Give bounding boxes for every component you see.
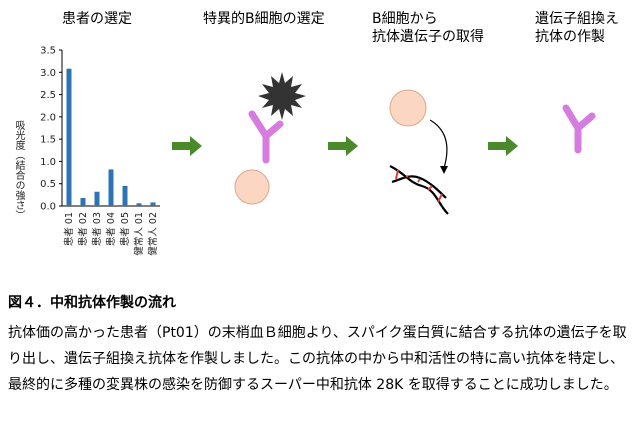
y-tick-label: 0.0 <box>40 202 56 213</box>
step-title-b-cell-selection: 特異的B細胞の選定 <box>203 11 325 27</box>
x-tick-label: 健常人 02 <box>147 212 159 256</box>
y-tick-label: 3.5 <box>40 46 56 57</box>
bar-4 <box>108 169 114 206</box>
step-title-gene-acquisition-2: 抗体遺伝子の取得 <box>372 29 484 45</box>
dna-icon <box>389 165 449 215</box>
gene-acquisition-illustration <box>389 89 449 215</box>
b-cell-selection-illustration <box>234 72 306 205</box>
bar-7 <box>150 202 156 206</box>
x-tick-label: 患者 02 <box>77 212 89 246</box>
y-tick-label: 1.0 <box>40 157 56 168</box>
step-title-production-1: 遺伝子組換え <box>535 11 619 27</box>
y-tick-label: 0.5 <box>40 179 56 190</box>
x-tick-label: 健常人 01 <box>133 212 145 256</box>
curved-arrow-icon <box>429 119 448 169</box>
y-tick-label: 3.0 <box>40 68 56 79</box>
x-tick-label: 患者 01 <box>63 212 75 246</box>
bar-3 <box>94 191 100 206</box>
chart-y-axis-label: 吸光度（結合の強さ） <box>13 120 24 220</box>
x-tick-label: 患者 04 <box>105 212 117 246</box>
bar-6 <box>136 203 142 206</box>
recombinant-antibody-illustration <box>562 104 596 154</box>
figure-description: 抗体価の高かった患者（Pt01）の末梢血Ｂ細胞より、スパイク蛋白質に結合する抗体… <box>8 325 627 393</box>
b-cell-icon <box>234 169 270 205</box>
bar-1 <box>66 68 72 206</box>
antibody-icon <box>562 104 596 154</box>
y-tick-label: 2.0 <box>40 112 56 123</box>
x-tick-label: 患者 03 <box>91 212 103 246</box>
flow-arrow-3 <box>488 136 518 156</box>
bar-2 <box>80 197 86 206</box>
b-cell-icon <box>389 89 427 127</box>
step-title-patient-selection: 患者の選定 <box>62 11 132 27</box>
y-tick-label: 1.5 <box>40 135 56 146</box>
antibody-icon <box>248 110 284 164</box>
y-tick-label: 2.5 <box>40 90 56 101</box>
bar-5 <box>122 185 128 206</box>
x-tick-label: 患者 05 <box>119 212 131 246</box>
virus-icon <box>258 72 306 120</box>
figure-caption: 図４．中和抗体作製の流れ <box>8 295 176 311</box>
step-title-production-2: 抗体の作製 <box>535 29 605 45</box>
flow-arrow-2 <box>328 136 358 156</box>
flow-arrow-1 <box>172 136 202 156</box>
step-title-gene-acquisition-1: B細胞から <box>372 11 438 27</box>
